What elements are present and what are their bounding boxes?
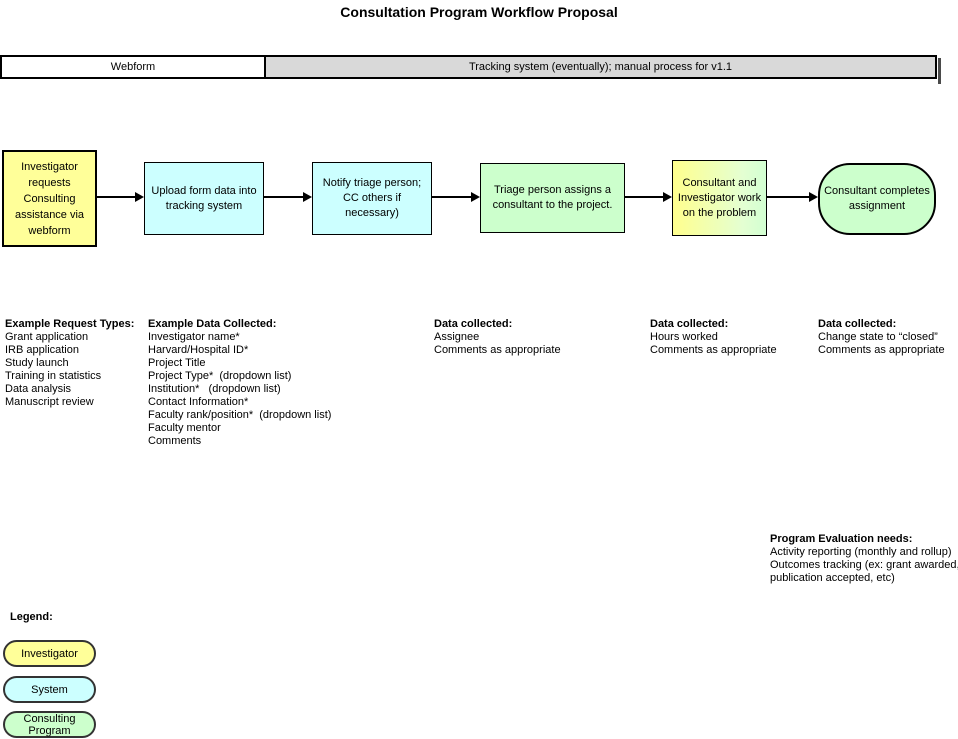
note-item: Institution* (dropdown list) — [148, 383, 281, 395]
flow-arrow — [625, 192, 672, 203]
page-title: Consultation Program Workflow Proposal — [340, 4, 618, 20]
lane-bar-shadow — [938, 58, 941, 84]
note-item: Comments as appropriate — [818, 344, 945, 356]
legend-item-consulting-program: Consulting Program — [3, 711, 96, 738]
lane-webform: Webform — [2, 57, 266, 77]
note-item: publication accepted, etc) — [770, 572, 895, 584]
note-item: Harvard/Hospital ID* — [148, 344, 249, 356]
legend-item-system: System — [3, 676, 96, 703]
note-heading: Example Data Collected: — [148, 318, 277, 330]
program-evaluation-notes: Program Evaluation needs: Activity repor… — [770, 533, 958, 585]
flow-step-notify-triage: Notify triage person; CC others if neces… — [312, 162, 432, 235]
note-item: Activity reporting (monthly and rollup) — [770, 546, 952, 558]
legend-item-label: Investigator — [21, 647, 78, 660]
note-item: Change state to “closed” — [818, 331, 938, 343]
flow-arrow — [264, 192, 312, 203]
flow-step-consultant-completes: Consultant completes assignment — [818, 163, 936, 235]
note-item: Comments — [148, 435, 202, 447]
notes-data-collected-assignment: Data collected: Assignee Comments as app… — [434, 318, 561, 357]
note-item: Investigator name* — [148, 331, 240, 343]
notes-data-collected-completion: Data collected: Change state to “closed”… — [818, 318, 945, 357]
flow-arrow — [432, 192, 480, 203]
flow-step-work-on-problem: Consultant and Investigator work on the … — [672, 160, 767, 236]
note-item: Outcomes tracking (ex: grant awarded, — [770, 559, 958, 571]
notes-example-request-types: Example Request Types: Grant application… — [5, 318, 134, 409]
flow-arrow — [767, 192, 818, 203]
note-heading: Program Evaluation needs: — [770, 533, 913, 545]
note-item: Study launch — [5, 357, 69, 369]
note-heading: Data collected: — [650, 318, 729, 330]
note-item: Faculty mentor — [148, 422, 221, 434]
note-item: Contact Information* — [148, 396, 249, 408]
flow-step-triage-assigns: Triage person assigns a consultant to th… — [480, 163, 625, 233]
swimlane-header: Webform Tracking system (eventually); ma… — [0, 55, 937, 79]
note-heading: Data collected: — [434, 318, 513, 330]
note-item: Data analysis — [5, 383, 72, 395]
flow-step-investigator-requests: Investigator requests Consulting assista… — [2, 150, 97, 247]
flow-step-upload-form-data: Upload form data into tracking system — [144, 162, 264, 235]
legend-item-label: System — [31, 683, 68, 696]
note-heading: Data collected: — [818, 318, 897, 330]
note-item: Comments as appropriate — [650, 344, 777, 356]
note-item: Grant application — [5, 331, 89, 343]
note-item: Hours worked — [650, 331, 718, 343]
note-item: IRB application — [5, 344, 79, 356]
note-heading: Example Request Types: — [5, 318, 135, 330]
legend-item-label: Consulting Program — [23, 712, 76, 737]
legend-heading: Legend: — [10, 611, 53, 623]
notes-data-collected-work: Data collected: Hours worked Comments as… — [650, 318, 777, 357]
lane-tracking-system: Tracking system (eventually); manual pro… — [266, 57, 935, 77]
note-item: Project Title — [148, 357, 206, 369]
flow-arrow — [97, 192, 144, 203]
note-item: Comments as appropriate — [434, 344, 561, 356]
note-item: Manuscript review — [5, 396, 94, 408]
notes-example-data-collected: Example Data Collected: Investigator nam… — [148, 318, 331, 448]
note-item: Training in statistics — [5, 370, 102, 382]
note-item: Faculty rank/position* (dropdown list) — [148, 409, 332, 421]
note-item: Assignee — [434, 331, 480, 343]
note-item: Project Type* (dropdown list) — [148, 370, 292, 382]
legend-item-investigator: Investigator — [3, 640, 96, 667]
